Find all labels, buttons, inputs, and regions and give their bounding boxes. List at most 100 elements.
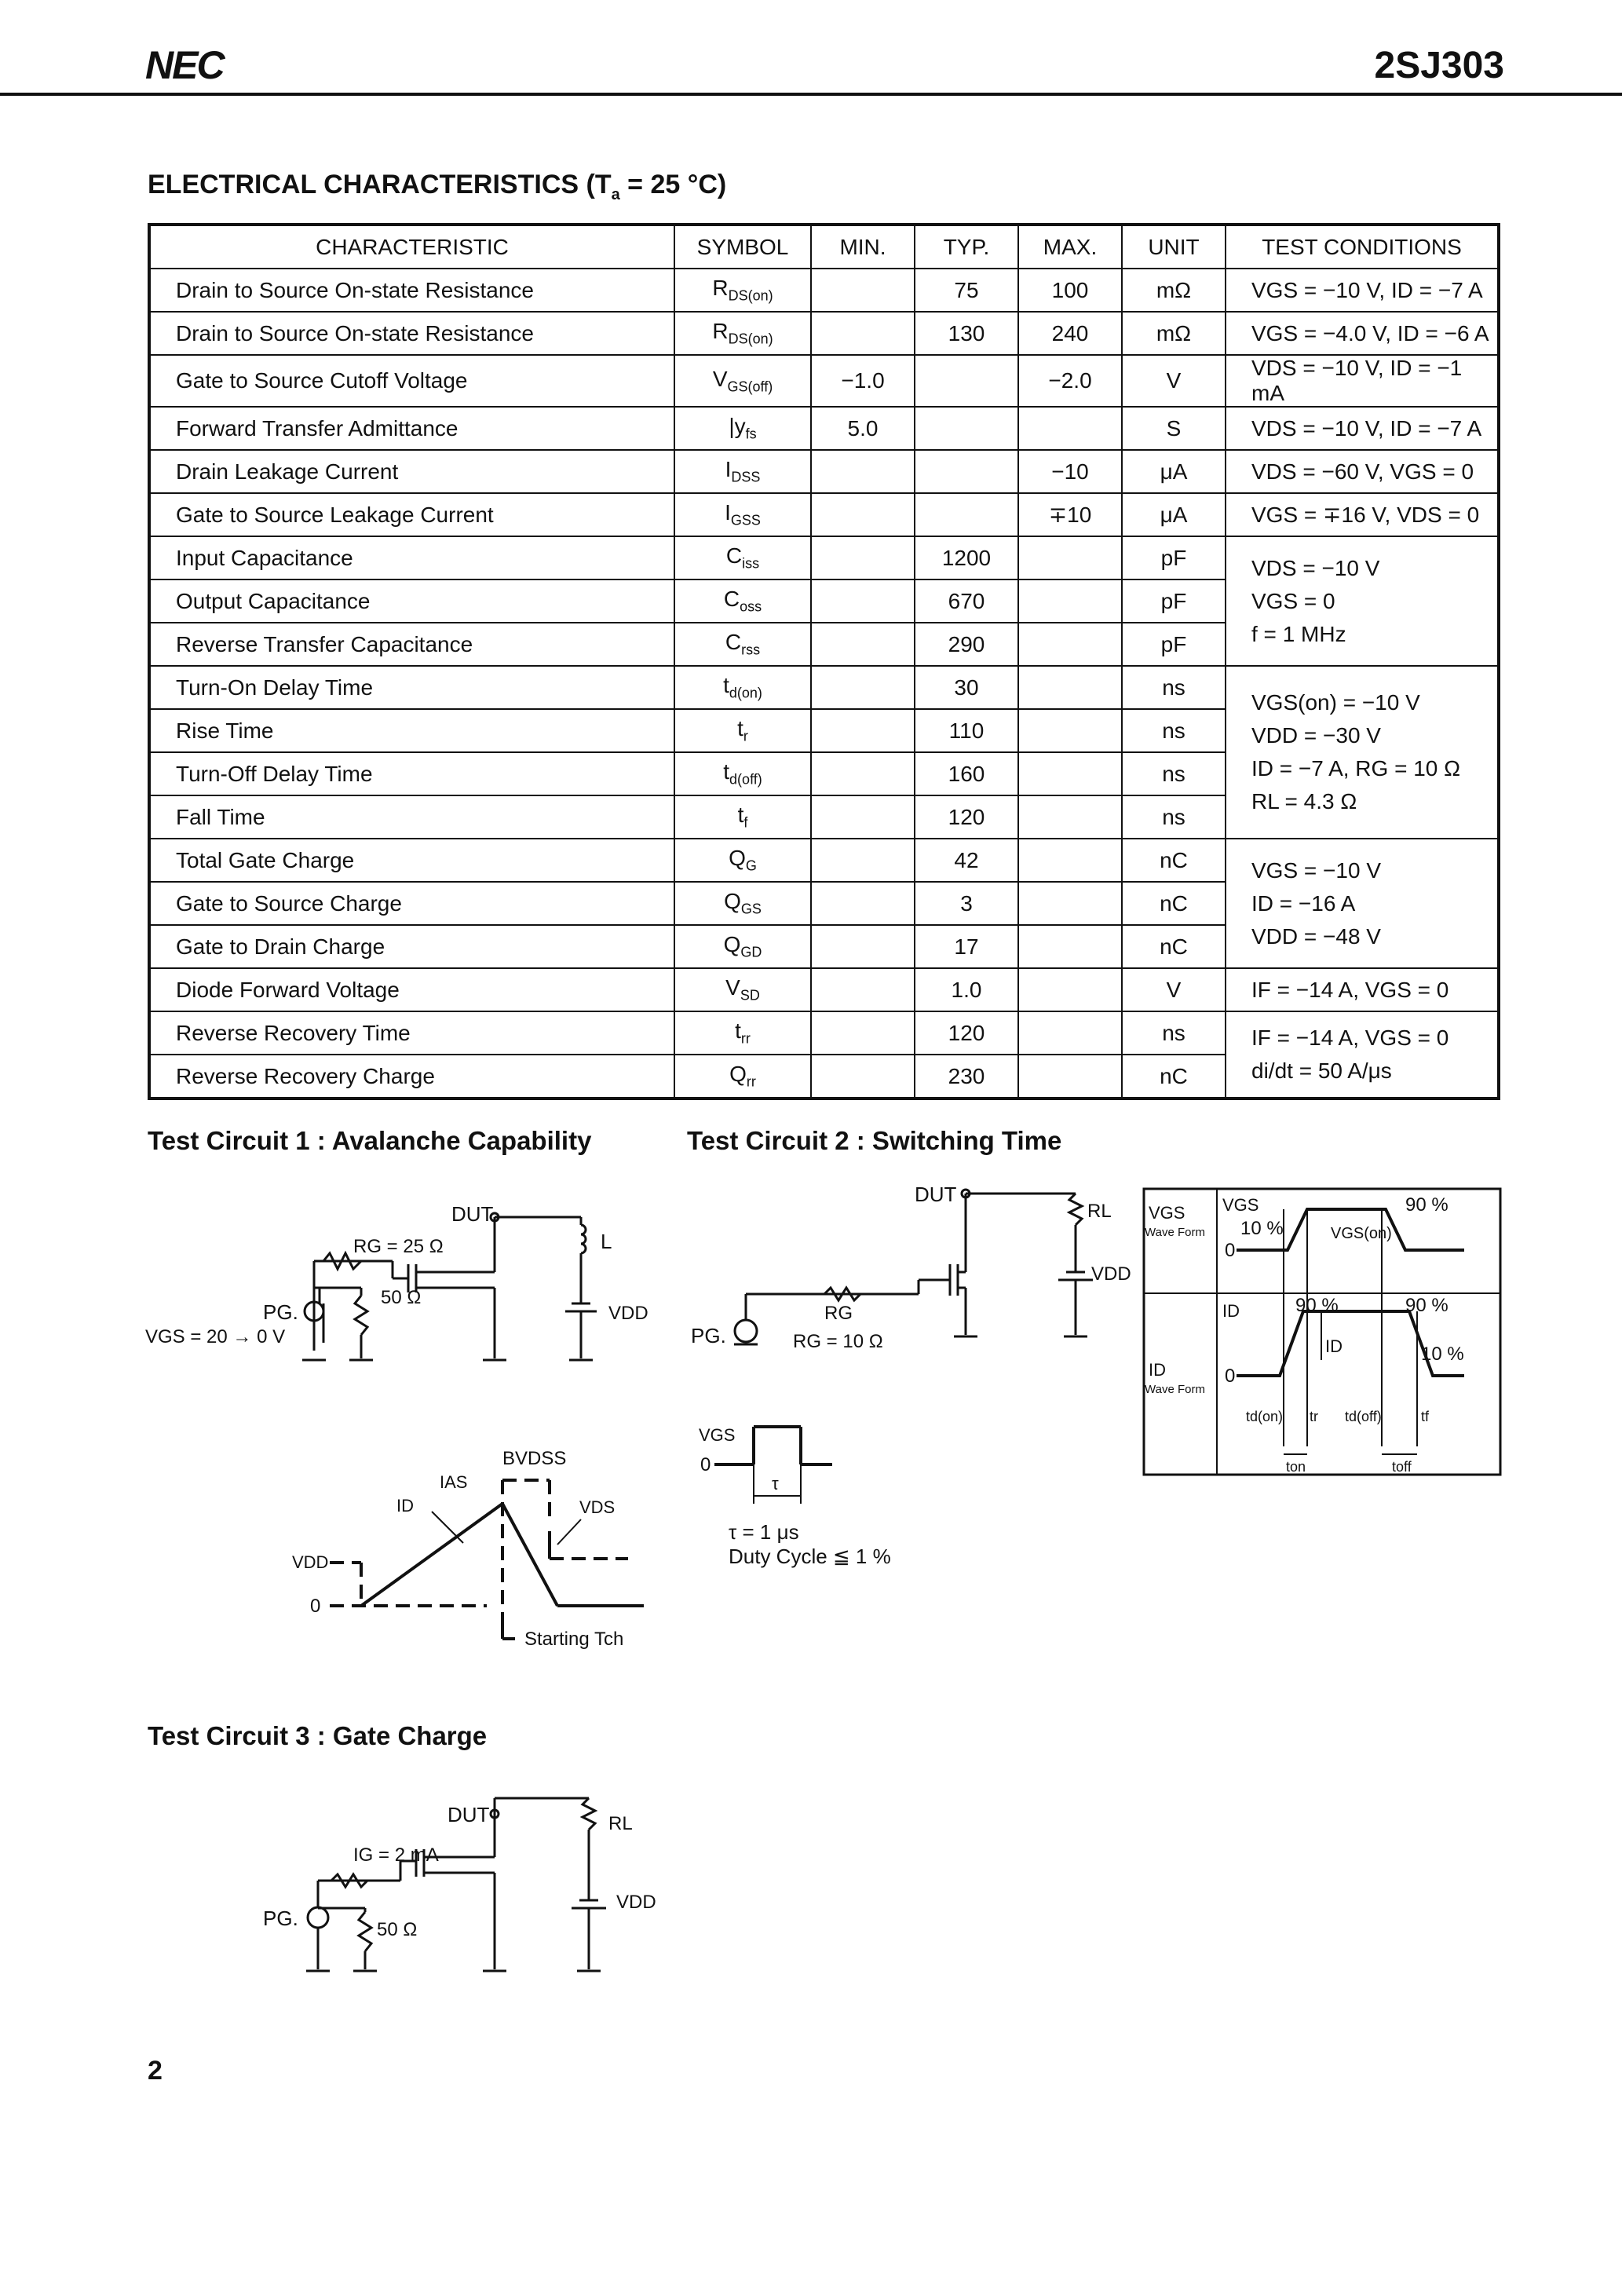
brand-logo: NEC (145, 43, 225, 87)
characteristic-cell: Output Capacitance (148, 579, 675, 623)
test-condition-line: ID = −7 A, RG = 10 Ω (1251, 756, 1461, 781)
symbol-cell: trr (674, 1011, 812, 1055)
symbol-cell: tr (674, 708, 812, 753)
symbol-cell: |yfs (674, 406, 812, 451)
unit-cell: pF (1121, 536, 1226, 580)
tc1-rg-label: RG = 25 Ω (353, 1236, 444, 1257)
tc2-rl-label: RL (1087, 1201, 1112, 1222)
test-conditions-cell: VGS = −4.0 V, ID = −6 A (1225, 311, 1500, 356)
max-cell (1017, 838, 1123, 883)
unit-cell: pF (1121, 579, 1226, 623)
symbol-subscript: d(off) (729, 771, 762, 788)
symbol-cell: Crss (674, 622, 812, 667)
max-cell (1017, 536, 1123, 580)
min-cell (810, 708, 915, 753)
typ-cell: 120 (914, 1011, 1019, 1055)
symbol-subscript: GS (740, 901, 762, 917)
tc2-wave-tdon: td(on) (1246, 1409, 1283, 1424)
test-condition-line: RL = 4.3 Ω (1251, 789, 1357, 813)
symbol-main: Q (729, 846, 746, 871)
symbol-cell: Qrr (674, 1054, 812, 1099)
unit-cell: nC (1121, 1054, 1226, 1099)
test-conditions-cell: VGS(on) = −10 V VDD = −30 V ID = −7 A, RG … (1225, 665, 1500, 839)
symbol-cell: IGSS (674, 492, 812, 537)
test-condition-line: VGS(on) = −10 V (1251, 690, 1420, 715)
symbol-main: V (712, 366, 728, 391)
tc2-wave-toff: toff (1392, 1459, 1412, 1475)
min-cell (810, 449, 915, 494)
tc2-wave-id-inner: ID (1222, 1301, 1240, 1321)
test-condition-line: VGS = −10 V (1251, 857, 1381, 883)
tc3-50ohm-label: 50 Ω (377, 1919, 417, 1940)
tc1-bvdss-label: BVDSS (502, 1448, 566, 1469)
symbol-main: t (723, 759, 730, 784)
test-circuit-2-pulse: VGS 0 τ τ = 1 μs Duty Cycle ≦ 1 % (699, 1425, 891, 1568)
tc2-rg-value: RG = 10 Ω (793, 1331, 883, 1352)
table-header-row: CHARACTERISTIC SYMBOL MIN. TYP. MAX. UNI… (148, 224, 1500, 269)
characteristic-cell: Reverse Recovery Time (148, 1011, 675, 1055)
tc1-vdd-wave-label: VDD (292, 1552, 328, 1572)
unit-cell: ns (1121, 1011, 1226, 1055)
characteristic-cell: Total Gate Charge (148, 838, 675, 883)
unit-cell: nC (1121, 924, 1226, 969)
test-condition-line: VDD = −30 V (1251, 723, 1381, 748)
characteristic-cell: Gate to Source Charge (148, 881, 675, 926)
tc1-ias-label: IAS (440, 1472, 467, 1492)
tc2-pg-label: PG. (691, 1324, 726, 1347)
symbol-cell: td(off) (674, 751, 812, 796)
max-cell: −2.0 (1017, 354, 1123, 408)
typ-cell (914, 492, 1019, 537)
test-circuit-3-title: Test Circuit 3 : Gate Charge (148, 1721, 488, 1750)
symbol-cell: VGS(off) (674, 354, 812, 408)
characteristic-cell: Gate to Source Leakage Current (148, 492, 675, 537)
tc2-pulse-tau: τ (772, 1474, 779, 1493)
symbol-main: C (723, 587, 740, 612)
test-circuit-1-title: Test Circuit 1 : Avalanche Capability (148, 1126, 592, 1155)
symbol-subscript: GSS (730, 512, 761, 528)
min-cell (810, 536, 915, 580)
symbol-subscript: DSS (731, 469, 761, 485)
typ-cell: 3 (914, 881, 1019, 926)
symbol-main: Q (729, 1062, 747, 1087)
symbol-cell: IDSS (674, 449, 812, 494)
typ-cell: 120 (914, 795, 1019, 839)
tc2-vdd-label: VDD (1091, 1263, 1131, 1285)
symbol-main: t (737, 803, 744, 828)
tc2-wave-vgs: VGS (1149, 1203, 1185, 1223)
min-cell (810, 311, 915, 356)
unit-cell: mΩ (1121, 268, 1226, 313)
tc1-vgs-label: VGS = 20 → 0 V (145, 1326, 285, 1347)
symbol-cell: RDS(on) (674, 268, 812, 313)
tc1-pg-label: PG. (263, 1300, 298, 1324)
characteristic-cell: Fall Time (148, 795, 675, 839)
tc2-wave-90pct-1: 90 % (1405, 1194, 1448, 1216)
symbol-subscript: GD (740, 944, 762, 960)
characteristic-cell: Drain to Source On-state Resistance (148, 311, 675, 356)
max-cell: 100 (1017, 268, 1123, 313)
max-cell (1017, 881, 1123, 926)
tc1-vds-label: VDS (579, 1497, 615, 1517)
symbol-subscript: fs (745, 426, 757, 442)
unit-cell: pF (1121, 622, 1226, 667)
symbol-cell: QG (674, 838, 812, 883)
symbol-subscript: DS(on) (728, 331, 773, 347)
tc2-wave-tf: tf (1421, 1409, 1430, 1424)
symbol-subscript: GS(off) (727, 378, 773, 395)
min-cell (810, 579, 915, 623)
symbol-subscript: oss (740, 598, 762, 615)
tc2-wave-zero-2: 0 (1225, 1366, 1235, 1387)
unit-cell: ns (1121, 751, 1226, 796)
tc2-pulse-tau-eq: τ = 1 μs (729, 1520, 799, 1544)
symbol-main: Q (723, 932, 741, 957)
typ-cell: 75 (914, 268, 1019, 313)
symbol-main: I (725, 500, 731, 525)
min-cell (810, 967, 915, 1012)
min-cell (810, 1054, 915, 1099)
